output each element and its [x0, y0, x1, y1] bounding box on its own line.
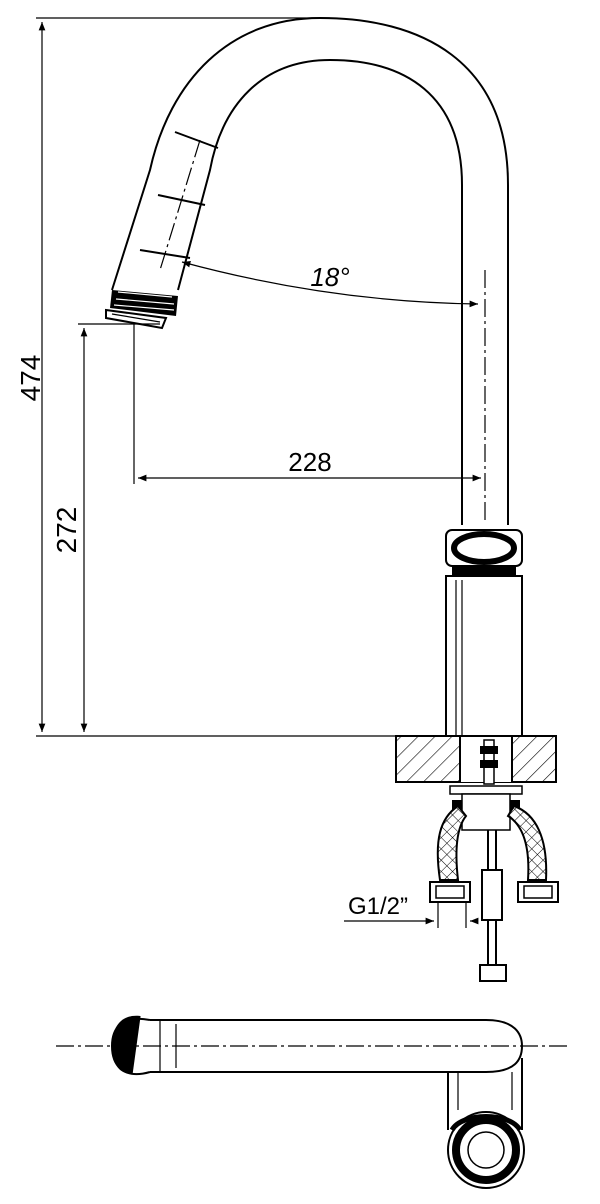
- aerator: [105, 290, 178, 330]
- right-hose: [506, 804, 548, 881]
- dimension-label-474: 474: [15, 355, 46, 402]
- mounting-assembly: [429, 739, 559, 982]
- left-hose: [436, 804, 468, 881]
- dimension-spout-height: 272: [51, 323, 160, 732]
- dimension-label-228: 228: [288, 447, 331, 477]
- pull-out-head-band: [174, 131, 219, 149]
- dimension-label-angle: 18°: [310, 262, 349, 292]
- head-centerline: [159, 139, 201, 271]
- spout-inner-edge: [177, 58, 463, 525]
- dimension-angle: 18°: [181, 260, 479, 308]
- faucet-body: [445, 529, 523, 737]
- dimension-label-thread: G1/2”: [348, 893, 408, 920]
- dimension-reach: 228: [133, 324, 481, 484]
- front-elevation: 474 272 228 18° G1/2”: [15, 16, 559, 982]
- dimension-label-272: 272: [51, 507, 82, 554]
- dimension-thread: G1/2”: [344, 893, 479, 928]
- dimension-total-height: 474: [15, 17, 400, 737]
- worktop-section: [395, 735, 557, 783]
- plan-view: [56, 1015, 568, 1189]
